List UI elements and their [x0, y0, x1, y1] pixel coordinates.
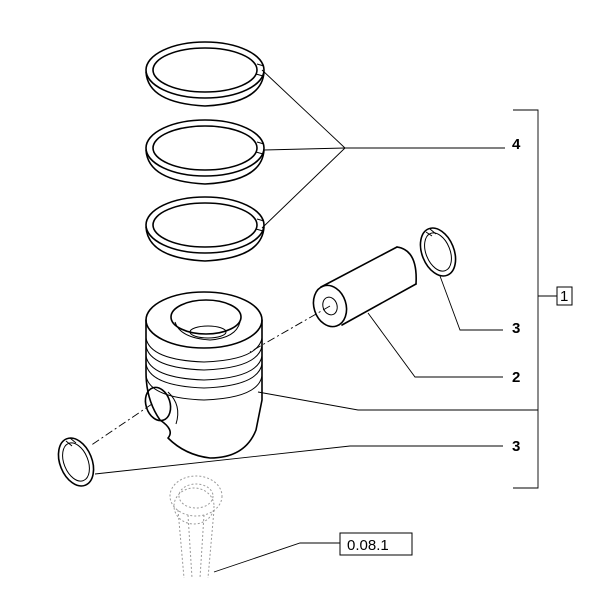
piston — [144, 291, 263, 459]
circlip-right — [419, 227, 457, 277]
piston-ring-middle — [145, 119, 265, 185]
callout-group: 1 — [560, 288, 568, 305]
connecting-rod-ghost — [169, 475, 223, 579]
callout-piston-rings: 4 — [512, 136, 521, 153]
callout-circlip-right: 3 — [512, 320, 520, 337]
piston-ring-top — [145, 41, 265, 107]
group-box — [556, 286, 573, 306]
reference-box[interactable] — [339, 532, 413, 556]
pin-axis-line — [249, 305, 331, 353]
leader-lines — [94, 69, 557, 573]
circlip-left — [57, 437, 95, 487]
callout-piston-pin: 2 — [512, 369, 520, 386]
callout-circlip-left: 3 — [512, 438, 520, 455]
circlip-axis-line — [89, 403, 153, 447]
piston-pin — [312, 246, 417, 328]
piston-ring-bottom — [145, 196, 265, 262]
callout-reference: 0.08.1 — [347, 537, 389, 554]
